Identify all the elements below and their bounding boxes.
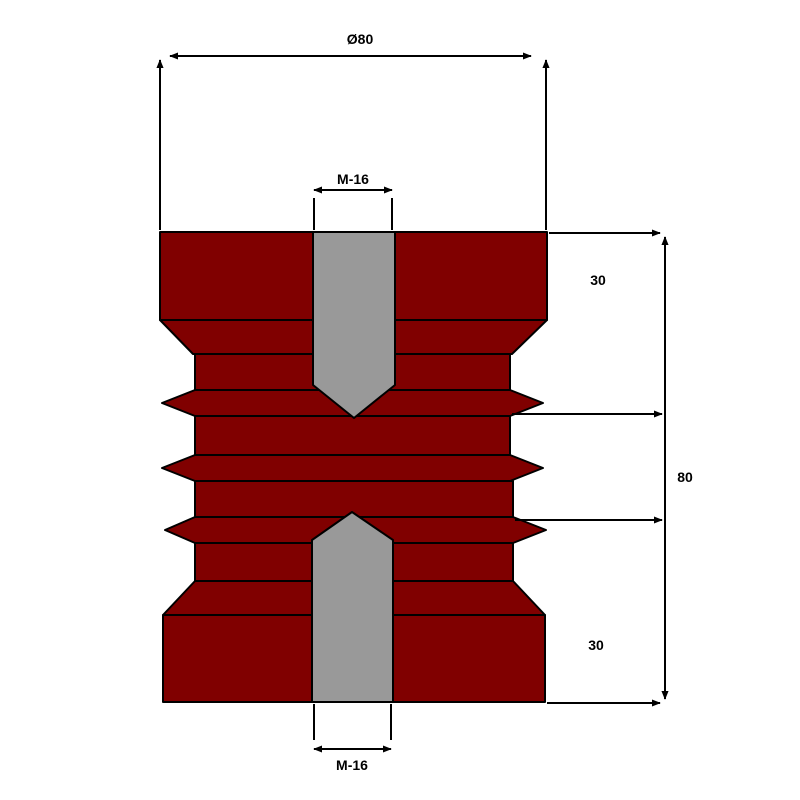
thread-top-label: M-16	[337, 171, 369, 187]
core-segment-2	[194, 415, 511, 456]
height-top-section-label: 30	[590, 272, 606, 288]
dimension-labels: Ø80 M-16 M-16 30 80 30	[336, 31, 693, 773]
thread-bottom-label: M-16	[336, 757, 368, 773]
shed-fin-2	[161, 454, 544, 482]
threaded-inserts	[311, 231, 396, 703]
top-insert	[312, 231, 396, 419]
core-segment-3	[194, 480, 514, 518]
height-bottom-section-label: 30	[588, 637, 604, 653]
bottom-insert	[311, 511, 394, 703]
diameter-label: Ø80	[347, 31, 374, 47]
dimension-lines	[156, 52, 669, 753]
height-total-label: 80	[677, 469, 693, 485]
